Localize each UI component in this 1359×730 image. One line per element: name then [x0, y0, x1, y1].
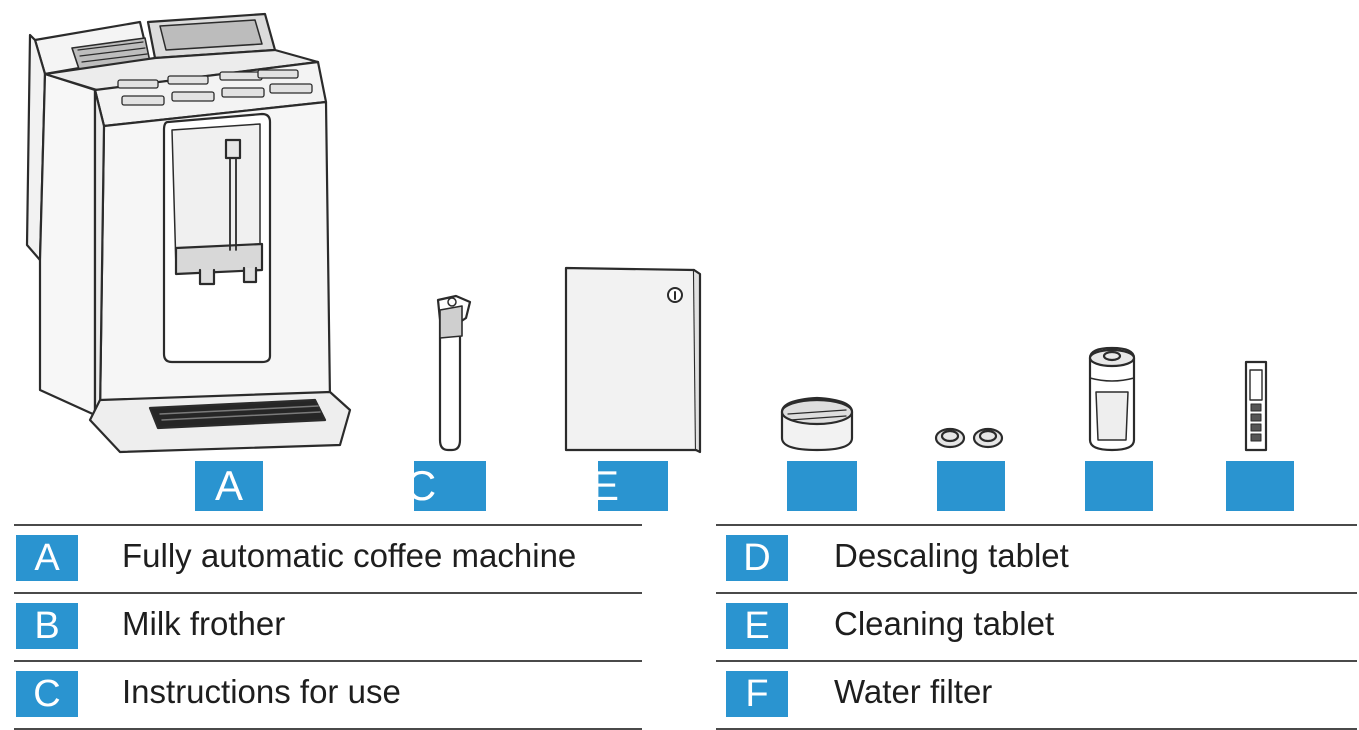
legend-letter: D	[726, 535, 788, 581]
legend-label: Descaling tablet	[834, 537, 1069, 574]
cleaning-tablets-drawing	[934, 427, 1004, 449]
legend-label: Cleaning tablet	[834, 605, 1055, 642]
legend-row: E Cleaning tablet	[716, 592, 1357, 660]
callout-tag-test-strip	[1226, 461, 1294, 511]
legend-letter: A	[16, 535, 78, 581]
legend-letter: F	[726, 671, 788, 717]
water-filter-drawing	[1088, 346, 1136, 452]
legend-label: Water filter	[834, 673, 993, 710]
legend-row: C Instructions for use	[14, 660, 642, 730]
legend-label: Instructions for use	[122, 673, 401, 710]
legend-letter: C	[16, 671, 78, 717]
legend-label: Fully automatic coffee machine	[122, 537, 577, 574]
callout-tag-milk-frother: C	[414, 461, 486, 511]
callout-tag-cleaning-tablet	[937, 461, 1005, 511]
callout-tag-water-filter	[1085, 461, 1153, 511]
descaling-tablet-drawing	[780, 396, 854, 452]
coffee-machine-drawing	[25, 12, 352, 454]
callout-tag-coffee-machine: A	[195, 461, 263, 511]
legend-letter: E	[726, 603, 788, 649]
callout-tag-descaling-tablet	[787, 461, 857, 511]
legend-row: A Fully automatic coffee machine	[14, 524, 642, 592]
legend-label: Milk frother	[122, 605, 286, 642]
instructions-booklet-drawing	[564, 266, 702, 454]
legend-right: D Descaling tablet E Cleaning tablet F W…	[716, 524, 1357, 730]
callout-tag-instructions: E	[598, 461, 668, 511]
test-strip-drawing	[1244, 360, 1268, 452]
legend-row: D Descaling tablet	[716, 524, 1357, 592]
legend-row: F Water filter	[716, 660, 1357, 730]
legend-letter: B	[16, 603, 78, 649]
legend-row: B Milk frother	[14, 592, 642, 660]
legend-left: A Fully automatic coffee machine B Milk …	[14, 524, 642, 730]
milk-frother-drawing	[436, 294, 472, 452]
